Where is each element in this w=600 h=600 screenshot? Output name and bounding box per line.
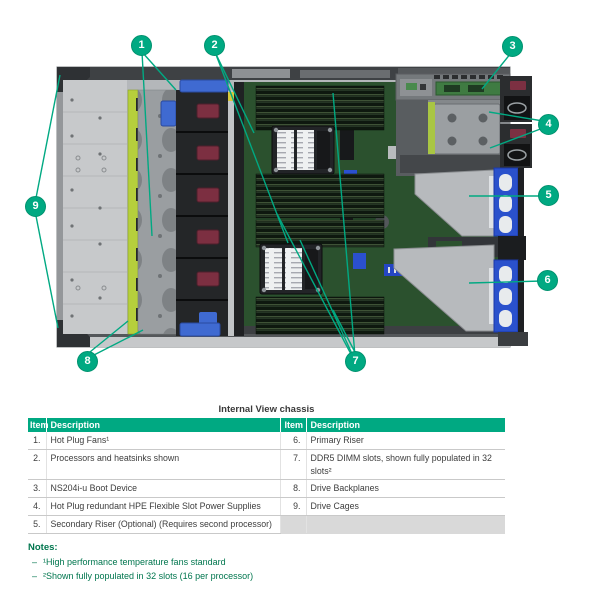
fan-wall bbox=[137, 89, 177, 335]
boot-device-tray bbox=[395, 73, 511, 101]
item-number: 7. bbox=[279, 449, 306, 481]
parts-table-section: Internal View chassis Item Description I… bbox=[28, 404, 505, 583]
empty-cell bbox=[305, 515, 505, 534]
table-row: 4. Hot Plug redundant HPE Flexible Slot … bbox=[28, 497, 505, 516]
callout-lines bbox=[35, 51, 544, 357]
cpu1-heatsink bbox=[271, 125, 335, 175]
psu-handle bbox=[510, 81, 526, 90]
item-description: Hot Plug redundant HPE Flexible Slot Pow… bbox=[45, 497, 280, 516]
note-item: – ¹High performance temperature fans sta… bbox=[28, 555, 505, 569]
riser-rear-brackets bbox=[489, 167, 528, 346]
item-description: Processors and heatsinks shown bbox=[45, 449, 280, 481]
header-desc-left: Description bbox=[45, 418, 280, 432]
item-description: Secondary Riser (Optional) (Requires sec… bbox=[45, 515, 280, 534]
callout-3: 3 bbox=[502, 36, 523, 57]
server-internal-view-figure: 1 2 3 4 5 6 7 8 9 bbox=[25, 35, 559, 372]
callout-2: 2 bbox=[204, 35, 225, 56]
item-number: 3. bbox=[28, 479, 46, 498]
dimm-bank-c bbox=[255, 219, 385, 248]
callout-6: 6 bbox=[537, 270, 558, 291]
item-number: 6. bbox=[279, 432, 306, 450]
header-item-left: Item bbox=[28, 418, 49, 432]
callout-4: 4 bbox=[538, 114, 559, 135]
drive-cage bbox=[63, 80, 127, 334]
header-desc-right: Description bbox=[305, 418, 505, 432]
table-row: 2. Processors and heatsinks shown 7. DDR… bbox=[28, 449, 505, 481]
item-description: Primary Riser bbox=[305, 432, 505, 450]
fan-latches bbox=[196, 103, 220, 287]
item-number: 5. bbox=[28, 515, 46, 534]
notes-section: Notes: – ¹High performance temperature f… bbox=[28, 540, 505, 584]
yellow-clip bbox=[228, 92, 234, 101]
primary-riser bbox=[400, 155, 513, 237]
callout-8: 8 bbox=[77, 351, 98, 372]
server-illustration bbox=[35, 51, 544, 357]
item-description: Drive Cages bbox=[305, 497, 505, 516]
item-number: 4. bbox=[28, 497, 46, 516]
dimm-banks bbox=[255, 85, 385, 335]
callout-7: 7 bbox=[345, 351, 366, 372]
note-text: ¹High performance temperature fans stand… bbox=[43, 556, 226, 567]
note-dash: – bbox=[32, 571, 38, 582]
fan-bank bbox=[176, 79, 244, 337]
cage-screws bbox=[70, 98, 102, 318]
fan-cage-handle-bottom bbox=[179, 322, 221, 337]
callout-9: 9 bbox=[25, 196, 46, 217]
callout-5: 5 bbox=[538, 185, 559, 206]
item-description: NS204i-u Boot Device bbox=[45, 479, 280, 498]
table-header-row: Item Description Item Description bbox=[28, 418, 505, 432]
item-number: 9. bbox=[279, 497, 306, 516]
psu-handle bbox=[510, 129, 526, 138]
note-dash: – bbox=[32, 556, 38, 567]
item-description: Drive Backplanes bbox=[305, 479, 505, 498]
header-item-right: Item bbox=[279, 418, 306, 432]
secondary-riser bbox=[393, 237, 515, 332]
notes-label: Notes: bbox=[28, 541, 58, 553]
dimm-bank-a bbox=[255, 85, 385, 131]
empty-cell bbox=[279, 515, 306, 534]
cpu2-heatsink bbox=[259, 243, 323, 295]
item-number: 2. bbox=[28, 449, 46, 481]
parts-table: Item Description Item Description 1. Hot… bbox=[28, 418, 505, 534]
item-number: 1. bbox=[28, 432, 46, 450]
dimm-bank-d bbox=[255, 296, 385, 335]
note-text: ²Shown fully populated in 32 slots (16 p… bbox=[43, 571, 254, 582]
table-row: 1. Hot Plug Fans¹ 6. Primary Riser bbox=[28, 432, 505, 450]
callout-1: 1 bbox=[131, 35, 152, 56]
item-number: 8. bbox=[279, 479, 306, 498]
item-description: DDR5 DIMM slots, shown fully populated i… bbox=[305, 449, 505, 481]
table-row: 3. NS204i-u Boot Device 8. Drive Backpla… bbox=[28, 479, 505, 498]
fan-cage-latch-blue bbox=[160, 100, 177, 127]
power-supplies bbox=[500, 76, 532, 168]
riser-latch-blue bbox=[353, 253, 366, 269]
fan-cage-handle-top bbox=[179, 79, 229, 93]
table-title: Internal View chassis bbox=[218, 404, 315, 415]
table-row: 5. Secondary Riser (Optional) (Requires … bbox=[28, 515, 505, 534]
dimm-bank-b bbox=[255, 173, 385, 219]
item-description: Hot Plug Fans¹ bbox=[45, 432, 280, 450]
note-item: – ²Shown fully populated in 32 slots (16… bbox=[28, 569, 505, 583]
